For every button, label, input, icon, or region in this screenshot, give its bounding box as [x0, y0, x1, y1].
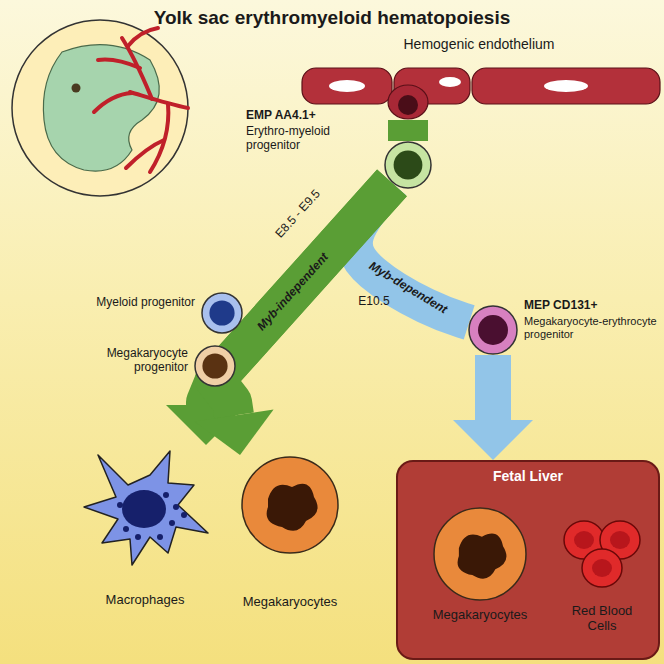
node-label: Macrophages	[70, 593, 220, 608]
shape-outline	[240, 455, 340, 555]
granule	[173, 504, 179, 510]
green-band	[166, 183, 392, 445]
band-path	[215, 183, 392, 416]
edge-label: Myb-dependent	[367, 260, 450, 317]
cell-nucleus	[398, 95, 418, 115]
red-blood-cell	[582, 549, 622, 587]
red-blood-cells	[564, 521, 640, 587]
node-label: Hemogenic endothelium	[298, 36, 660, 52]
endothelial-cell	[472, 68, 660, 104]
cell-nucleus	[394, 151, 423, 180]
cell-nucleus	[329, 80, 365, 92]
granule	[163, 492, 169, 498]
cell-body	[469, 306, 517, 354]
shape-outline	[468, 305, 518, 355]
cell-center	[592, 559, 612, 577]
lobed-nucleus	[458, 534, 507, 579]
lobed-nucleus	[267, 484, 318, 531]
node-label: Megakaryocytes	[220, 595, 360, 610]
cell-body	[195, 346, 235, 386]
vessel	[150, 104, 168, 172]
shape-outline	[201, 292, 243, 334]
mep-cell: MEP CD131+Megakaryocyte-erythrocyte prog…	[468, 305, 518, 355]
macrophage-icon: Macrophages	[80, 445, 210, 570]
node-label: Megakaryocyte progenitor	[72, 347, 188, 375]
budding-cell	[388, 85, 428, 119]
granule	[135, 534, 141, 540]
yolk-sac	[12, 20, 188, 196]
endothelial-cell	[302, 68, 392, 104]
fetal-liver-panel	[397, 461, 659, 659]
node-label: Red Blood Cells	[557, 604, 647, 634]
band-path	[475, 355, 511, 420]
megakaryocyte-icon: Megakaryocytes	[240, 455, 340, 555]
granule	[117, 502, 123, 508]
fetal-liver-box: Fetal LiverMegakaryocytesRed Blood Cells	[396, 460, 660, 660]
megakaryocyte-body	[434, 508, 526, 600]
arrow-head	[453, 420, 533, 460]
cell-nucleus	[439, 77, 461, 87]
granule	[181, 512, 187, 518]
cell-nucleus	[478, 315, 508, 345]
blue-band	[453, 355, 533, 460]
edge-label: Myb-independent	[255, 251, 331, 334]
myeloid-progenitor-cell: Myeloid progenitor	[201, 292, 243, 334]
cell-nucleus	[202, 353, 227, 378]
vessel	[94, 93, 132, 112]
node-label: Fetal Liver	[396, 468, 660, 484]
shape-outline	[384, 141, 432, 189]
vessel	[128, 28, 158, 46]
blood-vessels	[94, 28, 188, 172]
band-path	[388, 120, 428, 141]
granule	[157, 534, 163, 540]
vessel	[130, 92, 188, 108]
cell-body	[385, 142, 431, 188]
red-blood-cells-icon: Red Blood Cells	[562, 518, 642, 590]
megakaryocyte-progenitor-cell: Megakaryocyte progenitor	[194, 345, 236, 387]
node-label: EMP AA4.1+	[246, 109, 380, 123]
cell-body	[202, 293, 242, 333]
hemogenic-endothelium: Hemogenic endothelium	[300, 36, 662, 120]
emp-cell: EMP AA4.1+Erythro-myeloid progenitor	[384, 141, 432, 189]
shape-outline	[80, 445, 210, 570]
granule	[169, 520, 175, 526]
shape-outline	[432, 506, 528, 602]
green-band	[194, 183, 391, 455]
node-label: Myeloid progenitor	[91, 296, 195, 310]
megakaryocyte-body	[242, 457, 338, 553]
megakaryocyte-icon: Megakaryocytes	[432, 506, 528, 602]
stage-label: E10.5	[358, 295, 389, 308]
shape-outline	[562, 518, 642, 590]
cell-nucleus	[209, 300, 234, 325]
granule	[123, 526, 129, 532]
green-band	[408, 120, 409, 141]
node-description: Megakaryocyte-erythrocyte progenitor	[524, 315, 658, 340]
node-label: Megakaryocytes	[410, 608, 550, 623]
macrophage-body	[84, 451, 208, 565]
cell-center	[574, 531, 594, 549]
node-description: Erythro-myeloid progenitor	[246, 125, 374, 153]
vessel	[98, 59, 140, 68]
node-label: MEP CD131+	[524, 299, 658, 313]
cell-nucleus	[544, 80, 588, 92]
embryo-dot	[72, 84, 81, 93]
vessel	[126, 140, 164, 168]
shape-outline	[194, 345, 236, 387]
cell-center	[610, 531, 630, 549]
diagram-title: Yolk sac erythromyeloid hematopoiesis	[0, 7, 664, 29]
stage-label: E8.5 - E9.5	[273, 187, 323, 240]
arrow-head	[194, 409, 273, 455]
cell-nucleus	[122, 490, 166, 528]
